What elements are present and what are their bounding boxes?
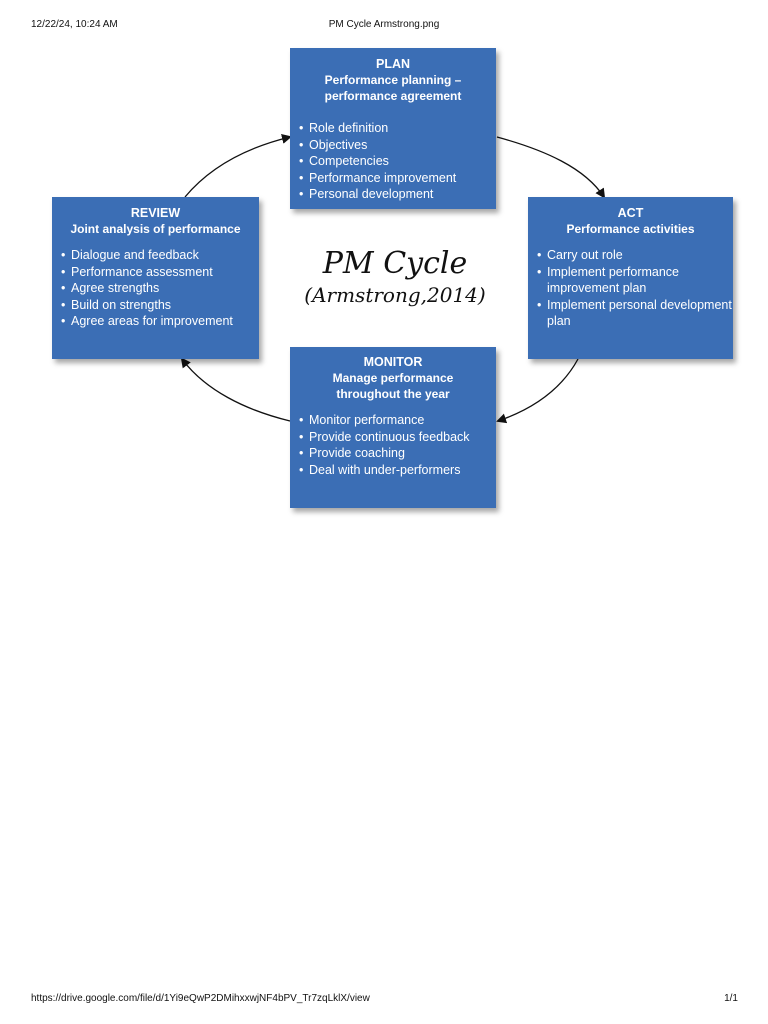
plan-subtitle-line1: Performance planning –: [324, 73, 462, 87]
monitor-subtitle-line2: throughout the year: [336, 387, 450, 401]
print-footer: https://drive.google.com/file/d/1Yi9eQwP…: [0, 993, 768, 1007]
review-item: Dialogue and feedback: [61, 247, 259, 264]
print-url: https://drive.google.com/file/d/1Yi9eQwP…: [31, 993, 370, 1004]
act-title: ACT: [617, 206, 644, 220]
act-item: Implement performance improvement plan: [537, 264, 733, 297]
plan-item: Personal development: [299, 186, 496, 203]
review-box: REVIEW Joint analysis of performance Dia…: [52, 197, 259, 359]
monitor-item: Monitor performance: [299, 412, 496, 429]
review-title: REVIEW: [130, 206, 181, 220]
print-page-number: 1/1: [724, 993, 738, 1004]
review-item: Build on strengths: [61, 297, 259, 314]
act-item: Implement personal development plan: [537, 297, 733, 330]
monitor-box: MONITOR Manage performance throughout th…: [290, 347, 496, 508]
plan-item: Objectives: [299, 137, 496, 154]
review-item: Performance assessment: [61, 264, 259, 281]
act-box: ACT Performance activities Carry out rol…: [528, 197, 733, 359]
review-list: Dialogue and feedback Performance assess…: [52, 247, 259, 330]
arrow-act-to-monitor: [496, 358, 579, 424]
print-datetime: 12/22/24, 10:24 AM: [31, 19, 118, 30]
monitor-item: Provide coaching: [299, 445, 496, 462]
print-document-title: PM Cycle Armstrong.png: [328, 19, 440, 30]
monitor-title: MONITOR: [363, 355, 423, 369]
act-list: Carry out role Implement performance imp…: [528, 247, 733, 330]
review-item: Agree strengths: [61, 280, 259, 297]
plan-item: Role definition: [299, 120, 496, 137]
plan-item: Performance improvement: [299, 170, 496, 187]
act-subtitle: Performance activities: [566, 222, 695, 236]
monitor-list: Monitor performance Provide continuous f…: [290, 412, 496, 478]
plan-list: Role definition Objectives Competencies …: [290, 120, 496, 203]
monitor-subtitle-line1: Manage performance: [332, 371, 454, 385]
act-item: Carry out role: [537, 247, 733, 264]
plan-title: PLAN: [375, 57, 411, 71]
arrow-monitor-to-review: [180, 357, 291, 422]
print-header: 12/22/24, 10:24 AM PM Cycle Armstrong.pn…: [0, 19, 768, 33]
monitor-item: Deal with under-performers: [299, 462, 496, 479]
monitor-item: Provide continuous feedback: [299, 429, 496, 446]
cycle-citation: (Armstrong,2014): [304, 283, 486, 307]
review-item: Agree areas for improvement: [61, 313, 259, 330]
plan-item: Competencies: [299, 153, 496, 170]
arrow-plan-to-act: [496, 136, 606, 199]
plan-box: PLAN Performance planning – performance …: [290, 48, 496, 209]
cycle-center-label: PM Cycle (Armstrong,2014): [270, 246, 520, 308]
review-subtitle: Joint analysis of performance: [70, 222, 241, 236]
cycle-title: PM Cycle: [322, 246, 468, 281]
plan-subtitle-line2: performance agreement: [324, 89, 462, 103]
arrow-review-to-plan: [184, 134, 292, 198]
